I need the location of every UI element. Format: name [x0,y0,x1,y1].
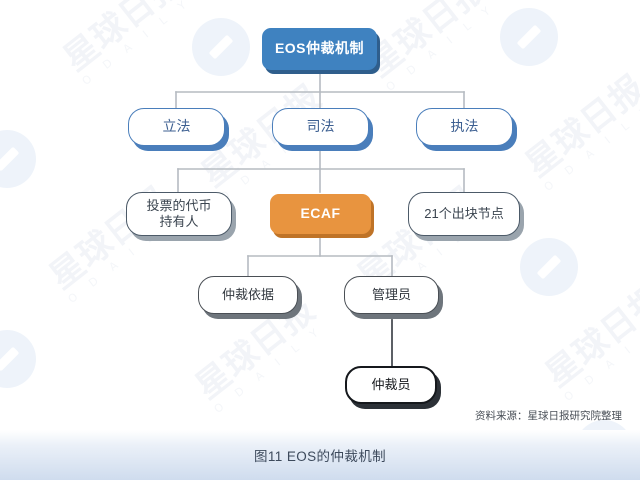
caption-band: 图11 EOS的仲裁机制 [0,430,640,480]
node-ecaf[interactable]: ECAF [270,194,371,234]
node-eos-arbitration-mechanism[interactable]: EOS仲裁机制 [262,28,377,70]
node-arbitration-basis[interactable]: 仲裁依据 [198,276,298,314]
node-judiciary[interactable]: 司法 [272,108,369,146]
org-chart: EOS仲裁机制 立法 司法 执法 投票的代币 持有人 ECAF 21个出块节点 … [126,28,622,422]
node-voting-token-holders[interactable]: 投票的代币 持有人 [126,192,232,236]
node-arbitrator[interactable]: 仲裁员 [345,366,437,404]
node-21-block-producers[interactable]: 21个出块节点 [408,192,520,236]
node-administrator[interactable]: 管理员 [344,276,439,314]
figure-caption: 图11 EOS的仲裁机制 [253,449,387,464]
node-law-enforcement[interactable]: 执法 [416,108,513,146]
source-note: 资料来源：星球日报研究院整理 [475,410,622,422]
node-legislation[interactable]: 立法 [128,108,225,146]
connector-lines [175,71,465,367]
